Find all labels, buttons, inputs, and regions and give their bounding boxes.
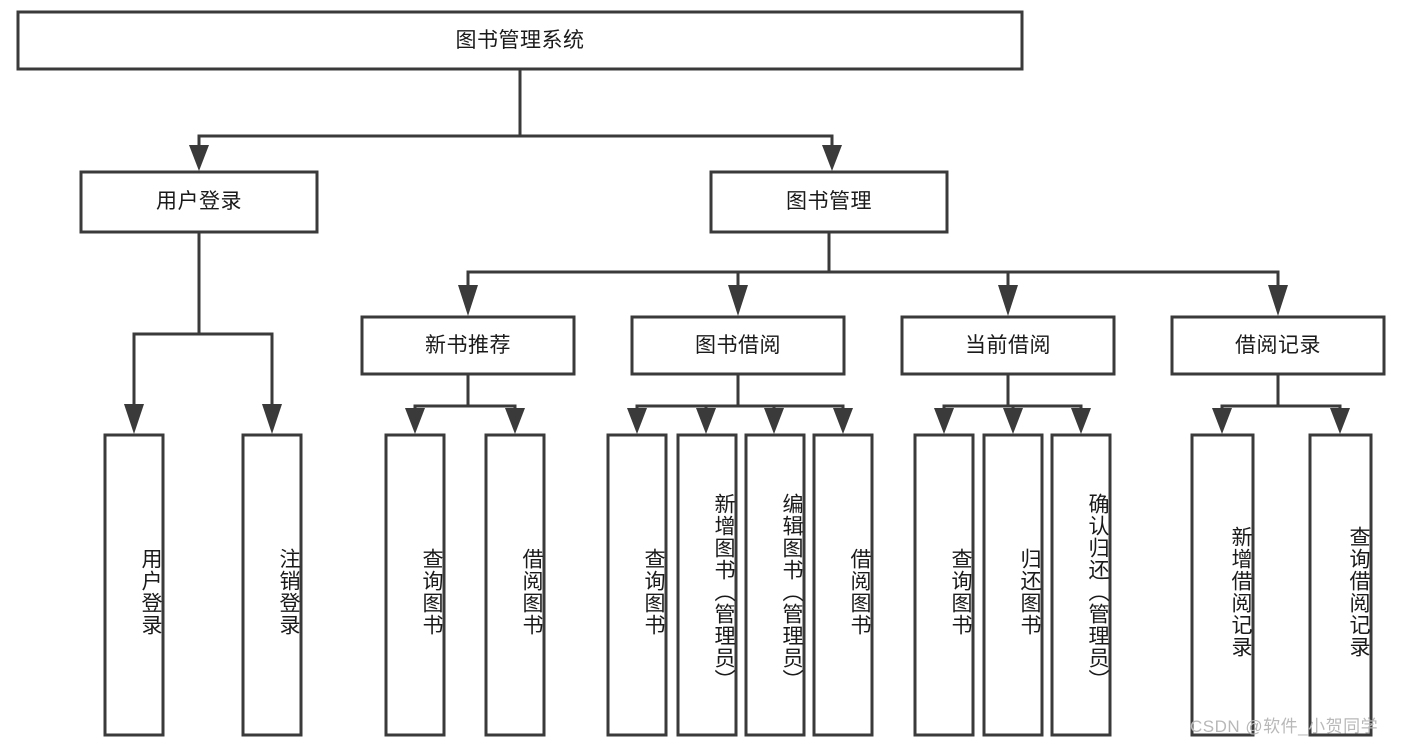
node-box-leaf-confirm-return[interactable] <box>1050 433 1112 737</box>
arrow-leaf-query-record <box>1330 408 1350 434</box>
arrow-leaf-user-login <box>124 404 144 434</box>
arrow-leaf-return-book <box>1003 408 1023 434</box>
node-box-leaf-add-record[interactable] <box>1190 433 1255 737</box>
arrow-leaf-borrow-book-1 <box>505 408 525 434</box>
node-box-book-manage[interactable] <box>709 170 949 234</box>
node-box-leaf-query-book-3[interactable] <box>913 433 975 737</box>
arrow-leaf-add-book <box>696 408 716 434</box>
arrow-leaf-query-book-2 <box>627 408 647 434</box>
node-box-leaf-logout[interactable] <box>241 433 303 737</box>
arrow-leaf-borrow-book-2 <box>833 408 853 434</box>
node-box-leaf-query-book-2[interactable] <box>606 433 668 737</box>
arrow-current-borrow <box>998 285 1018 316</box>
node-box-user-login[interactable] <box>79 170 319 234</box>
arrow-book-borrow <box>728 285 748 316</box>
node-box-leaf-borrow-book-1[interactable] <box>484 433 546 737</box>
node-box-root[interactable] <box>16 10 1024 71</box>
node-box-leaf-borrow-book-2[interactable] <box>812 433 874 737</box>
node-box-current-borrow[interactable] <box>900 315 1116 376</box>
arrow-new-book-recommend <box>458 285 478 316</box>
arrow-user-login <box>189 145 209 171</box>
node-box-leaf-return-book[interactable] <box>982 433 1044 737</box>
node-box-leaf-add-book[interactable] <box>676 433 738 737</box>
node-box-book-borrow[interactable] <box>630 315 846 376</box>
node-box-leaf-edit-book[interactable] <box>744 433 806 737</box>
arrow-leaf-add-record <box>1212 408 1232 434</box>
node-box-borrow-record[interactable] <box>1170 315 1386 376</box>
node-box-leaf-user-login[interactable] <box>103 433 165 737</box>
arrow-leaf-query-book-3 <box>934 408 954 434</box>
node-box-new-book-recommend[interactable] <box>360 315 576 376</box>
connectors-group <box>124 67 1350 434</box>
node-box-leaf-query-book-1[interactable] <box>384 433 446 737</box>
node-box-leaf-query-record[interactable] <box>1308 433 1373 737</box>
arrow-leaf-query-book-1 <box>405 408 425 434</box>
arrow-borrow-record <box>1268 285 1288 316</box>
arrow-book-manage <box>822 145 842 171</box>
node-boxes-group <box>16 10 1386 737</box>
arrow-leaf-edit-book <box>764 408 784 434</box>
arrow-leaf-logout <box>262 404 282 434</box>
arrow-leaf-confirm-return <box>1071 408 1091 434</box>
